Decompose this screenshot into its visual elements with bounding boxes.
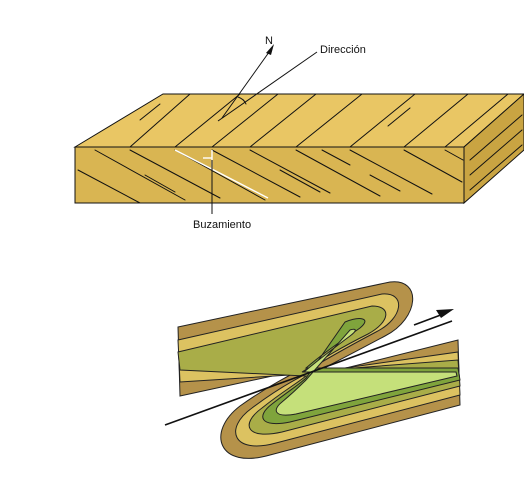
fold-band-3 — [177, 305, 461, 435]
strike-dip-block: N Dirección Buzamiento — [73, 35, 524, 231]
block-front-face — [74, 146, 465, 204]
fold-band-core — [275, 328, 458, 416]
block-top-face — [73, 93, 524, 148]
movement-arrowhead-icon — [436, 309, 454, 318]
fold-band-2 — [177, 293, 461, 447]
bedding-lines-top — [129, 93, 509, 148]
strike-label: Dirección — [320, 44, 366, 56]
strike-leader — [217, 51, 318, 122]
north-label: N — [265, 35, 273, 47]
north-arrowhead-icon — [266, 44, 274, 55]
bedding-lines-side — [469, 114, 523, 191]
bedding-lines-front — [77, 149, 464, 204]
fault-line — [164, 320, 453, 426]
block-side-face — [463, 93, 524, 205]
fault-movement-arrow — [413, 309, 454, 326]
north-arrow — [221, 44, 274, 119]
faulted-fold — [164, 281, 461, 459]
angle-arc — [237, 96, 247, 105]
dip-label: Buzamiento — [193, 219, 251, 231]
